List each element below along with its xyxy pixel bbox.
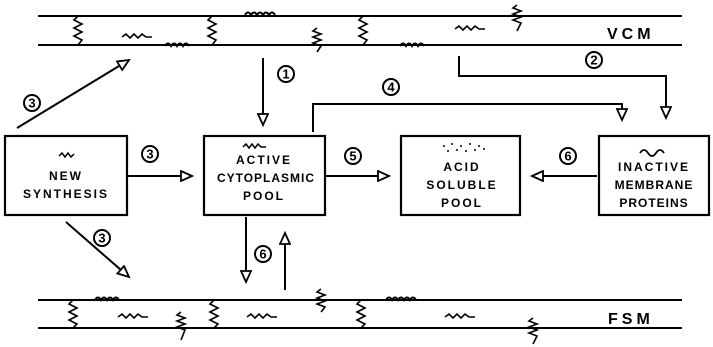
fsm-transmembrane-protein: [69, 300, 77, 328]
active-pool-line-2: CYTOPLASMIC: [217, 171, 315, 185]
new-synthesis-line-2: SYNTHESIS: [23, 187, 109, 201]
arrow-4-active-to-inactive: [313, 104, 622, 132]
vcm-membrane: VCM: [38, 5, 682, 52]
active-pool-box: ACTIVE CYTOPLASMIC POOL: [204, 136, 325, 215]
svg-text:6: 6: [564, 149, 571, 164]
step-number-4: 4: [383, 79, 399, 95]
step-number-6-right: 6: [560, 148, 576, 164]
fsm-transmembrane-protein: [210, 300, 218, 328]
svg-text:3: 3: [98, 231, 105, 246]
acid-pool-line-2: SOLUBLE: [426, 178, 497, 192]
fsm-transmembrane-protein: [357, 300, 365, 328]
svg-text:4: 4: [387, 80, 395, 95]
vcm-transmembrane-protein: [74, 16, 82, 45]
vcm-transmembrane-protein: [208, 16, 216, 45]
step-number-1: 1: [278, 66, 294, 82]
arrow-3-synthesis-to-vcm: [17, 60, 129, 128]
fsm-peripheral-protein: [247, 314, 277, 318]
vcm-peripheral-protein: [122, 34, 152, 38]
vcm-coiled-protein: [245, 13, 275, 16]
fsm-transmembrane-protein: [177, 312, 185, 340]
svg-text:2: 2: [590, 53, 597, 68]
svg-text:1: 1: [282, 67, 289, 82]
fsm-label: FSM: [608, 311, 654, 328]
vcm-transmembrane-protein: [359, 16, 367, 45]
step-number-2: 2: [586, 52, 602, 68]
acid-pool-line-1: ACID: [443, 160, 480, 174]
active-pool-line-1: ACTIVE: [236, 153, 292, 167]
vcm-transmembrane-protein: [513, 5, 521, 31]
new-synthesis-line-1: NEW: [49, 169, 83, 183]
step-number-6-bottom: 6: [255, 246, 271, 262]
new-synthesis-box: NEW SYNTHESIS: [5, 136, 127, 215]
inactive-line-3: PROTEINS: [619, 196, 688, 210]
step-number-5: 5: [345, 148, 361, 164]
fsm-transmembrane-protein: [529, 318, 537, 344]
active-pool-line-3: POOL: [243, 189, 285, 203]
vcm-label: VCM: [607, 26, 655, 43]
inactive-line-2: MEMBRANE: [615, 178, 694, 192]
step-number-3-top: 3: [24, 95, 40, 111]
svg-text:3: 3: [28, 96, 35, 111]
vcm-transmembrane-protein: [313, 28, 321, 52]
inactive-line-1: INACTIVE: [618, 160, 690, 174]
step-number-3-bottom: 3: [94, 230, 110, 246]
acid-soluble-pool-box: ACID SOLUBLE POOL: [401, 136, 520, 215]
inactive-proteins-box: INACTIVE MEMBRANE PROTEINS: [599, 136, 709, 215]
fsm-peripheral-protein: [445, 314, 475, 318]
svg-text:3: 3: [146, 147, 153, 162]
vcm-peripheral-protein: [455, 26, 485, 30]
fsm-peripheral-protein: [118, 314, 148, 318]
step-number-3-middle: 3: [142, 146, 158, 162]
svg-text:5: 5: [349, 149, 356, 164]
arrow-2-vcm-to-inactive: [459, 56, 666, 118]
svg-text:6: 6: [259, 247, 266, 262]
acid-pool-line-3: POOL: [441, 196, 483, 210]
fsm-membrane: FSM: [38, 289, 682, 344]
